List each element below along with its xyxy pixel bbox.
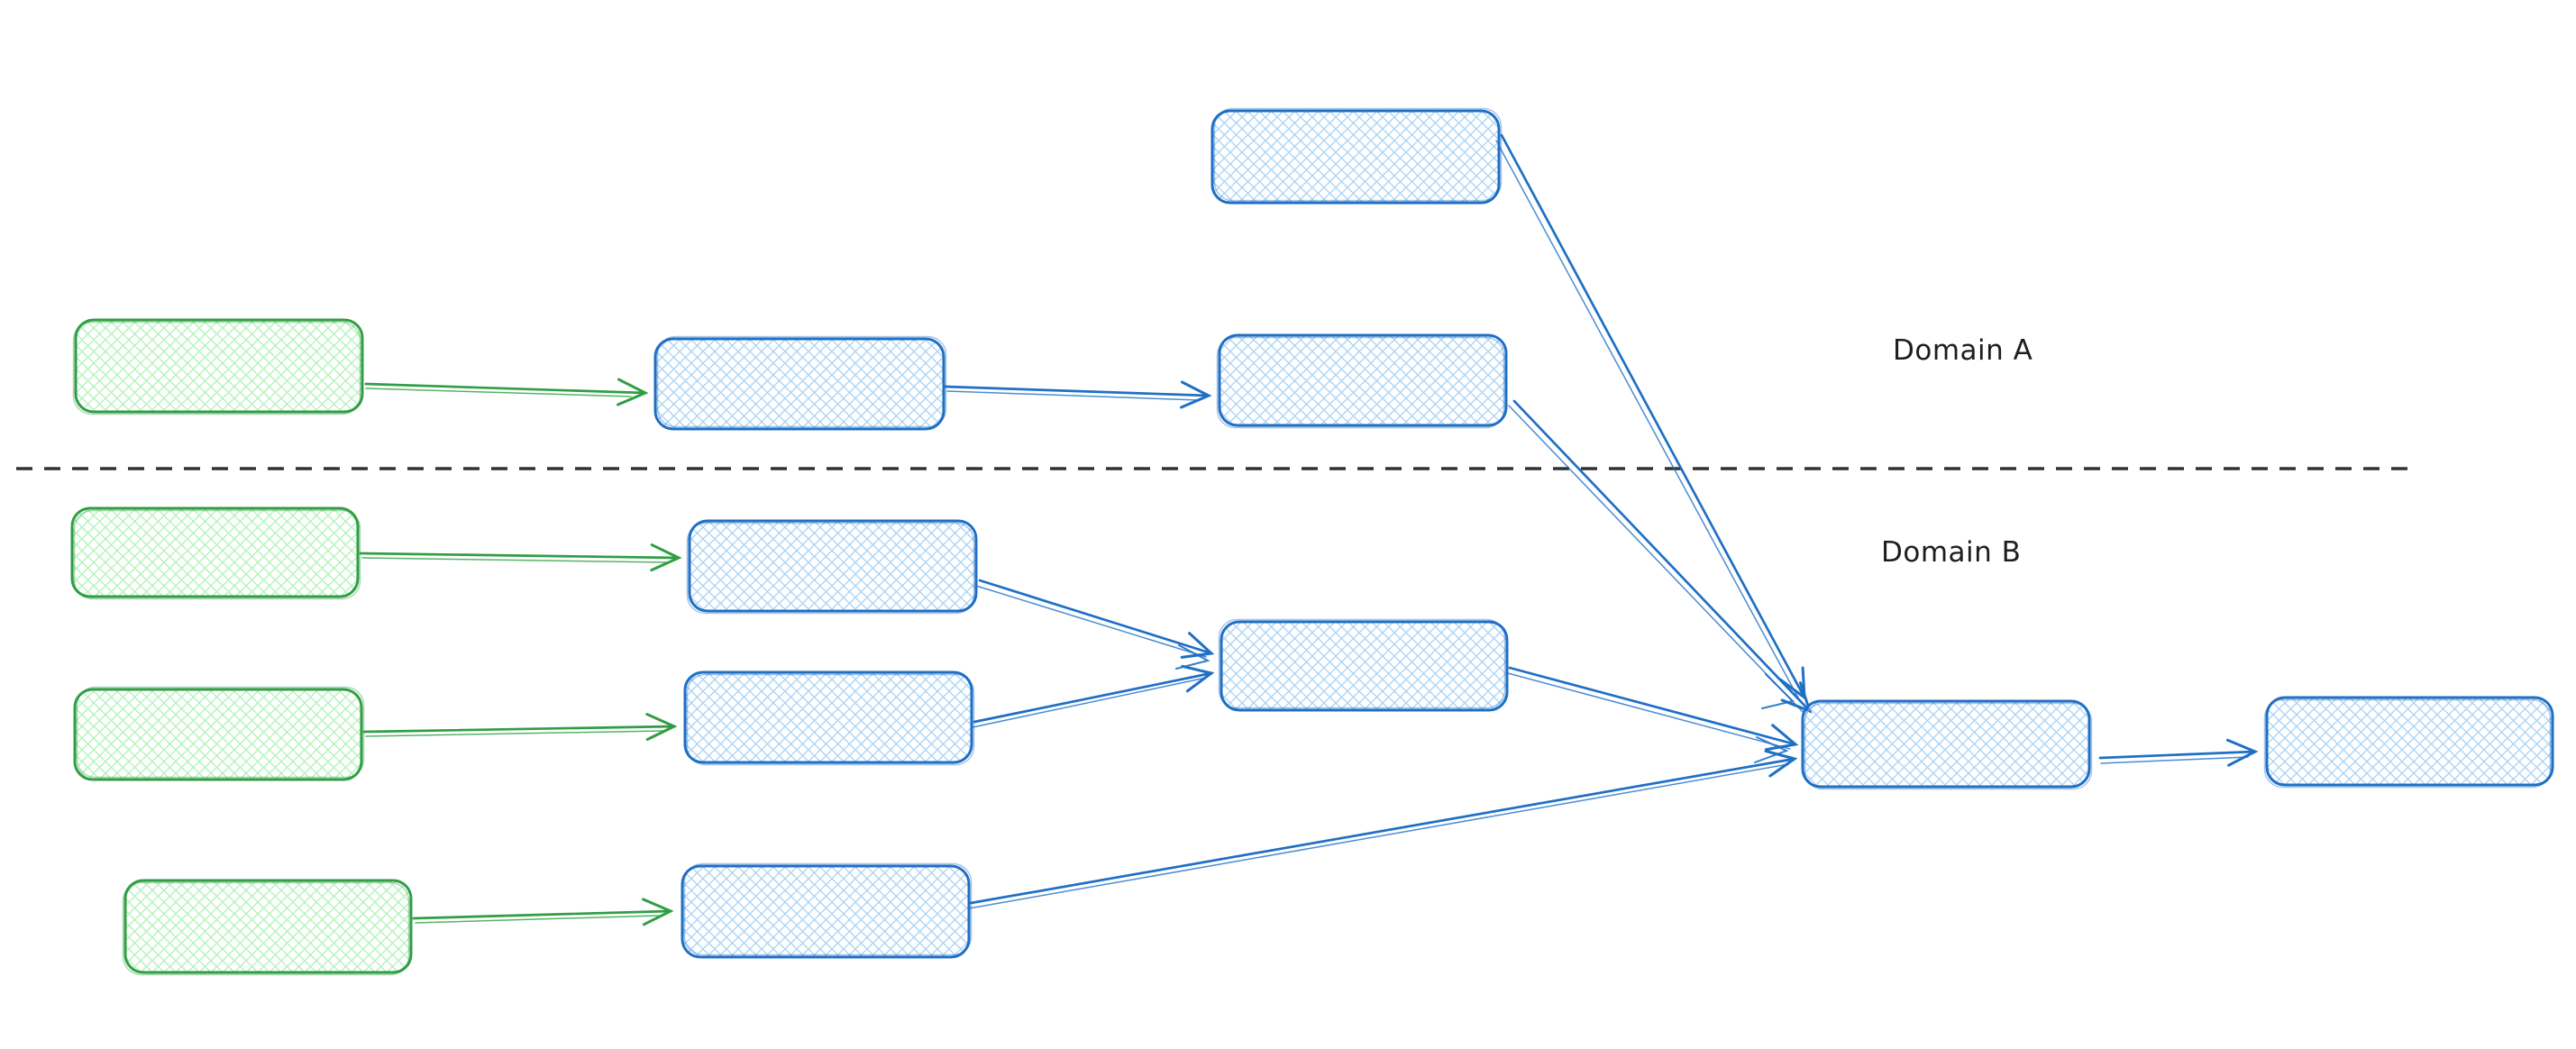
node-a-aux[interactable] bbox=[1210, 107, 1503, 205]
node-shape bbox=[683, 670, 973, 764]
node-b-step-2[interactable] bbox=[683, 670, 975, 766]
edge-b-source2-step2[interactable] bbox=[362, 713, 678, 742]
edge-b-step2-bmerge-echo bbox=[972, 677, 1207, 728]
node-a-step-2[interactable] bbox=[1216, 333, 1508, 429]
node-a-step-1[interactable] bbox=[653, 335, 947, 431]
node-shape bbox=[688, 519, 978, 613]
node-shape bbox=[1210, 109, 1501, 205]
node-shape-echo bbox=[76, 686, 365, 779]
node-shape bbox=[1801, 699, 2091, 789]
arrowhead-stray bbox=[1754, 736, 1789, 763]
node-shape-echo bbox=[72, 321, 361, 415]
edge-a-source-step1-echo bbox=[365, 388, 632, 397]
label-domain-b[interactable]: Domain B bbox=[1881, 536, 2021, 569]
node-shape-echo bbox=[1213, 107, 1503, 202]
edge-a-step2-merge[interactable] bbox=[1512, 399, 1813, 714]
edge-a-aux-merge[interactable] bbox=[1500, 133, 1806, 701]
node-shape bbox=[1218, 333, 1508, 427]
node-merge-main[interactable] bbox=[1801, 699, 2093, 790]
node-shape-echo bbox=[1216, 336, 1505, 429]
node-output[interactable] bbox=[2263, 696, 2554, 789]
edge-b-bmerge-merge[interactable] bbox=[1508, 666, 1799, 752]
edge-a-aux-merge-echo bbox=[1495, 140, 1800, 700]
node-b-step-1[interactable] bbox=[686, 519, 978, 615]
node-a-source[interactable] bbox=[72, 318, 364, 415]
node-shape-echo bbox=[2263, 698, 2552, 789]
node-shape-echo bbox=[686, 673, 975, 766]
edge-b-source2-step2-echo bbox=[365, 730, 663, 737]
node-b-source-2[interactable] bbox=[73, 686, 365, 781]
arrowhead-stray bbox=[1761, 673, 1795, 709]
edge-b-step1-bmerge-echo bbox=[975, 585, 1207, 658]
node-shape-echo bbox=[1804, 702, 2093, 790]
node-b-source-3[interactable] bbox=[122, 879, 413, 976]
node-shape-echo bbox=[122, 881, 410, 976]
node-shape bbox=[123, 879, 413, 974]
edge-b-source3-step3-echo bbox=[415, 915, 659, 924]
edge-merge-output-echo bbox=[2100, 756, 2249, 764]
edge-a-step1-step2[interactable] bbox=[944, 380, 1212, 409]
node-shape bbox=[1219, 620, 1509, 712]
edge-b-source3-step3[interactable] bbox=[412, 898, 674, 926]
node-shape bbox=[681, 864, 971, 959]
node-shape-echo bbox=[686, 522, 975, 615]
node-b-source-1[interactable] bbox=[70, 506, 361, 600]
edge-b-source1-step1-echo bbox=[361, 557, 668, 563]
edge-b-step2-bmerge[interactable] bbox=[973, 664, 1215, 724]
edge-a-source-step1[interactable] bbox=[364, 378, 649, 406]
node-shape bbox=[2265, 696, 2554, 787]
node-shape bbox=[70, 506, 360, 598]
node-shape-echo bbox=[656, 335, 947, 428]
edge-a-step1-step2-echo bbox=[946, 390, 1200, 401]
node-shape-echo bbox=[683, 862, 973, 956]
edge-b-source1-step1[interactable] bbox=[359, 543, 682, 572]
arrowhead-stray bbox=[1175, 644, 1210, 670]
edge-b-step1-bmerge[interactable] bbox=[978, 579, 1215, 659]
edge-b-step3-merge-echo bbox=[968, 763, 1789, 909]
node-shape bbox=[73, 688, 363, 781]
node-shape-echo bbox=[1218, 618, 1506, 709]
node-shape-echo bbox=[73, 509, 361, 600]
edge-b-bmerge-merge-echo bbox=[1507, 672, 1791, 750]
node-shape bbox=[74, 318, 364, 414]
node-b-merge[interactable] bbox=[1218, 618, 1509, 712]
edge-merge-output[interactable] bbox=[2098, 738, 2259, 767]
label-domain-a[interactable]: Domain A bbox=[1893, 334, 2032, 367]
edge-a-step2-merge-echo bbox=[1508, 405, 1805, 715]
node-b-step-3[interactable] bbox=[681, 862, 973, 959]
edge-b-step3-merge[interactable] bbox=[969, 749, 1798, 905]
node-shape bbox=[653, 337, 945, 431]
